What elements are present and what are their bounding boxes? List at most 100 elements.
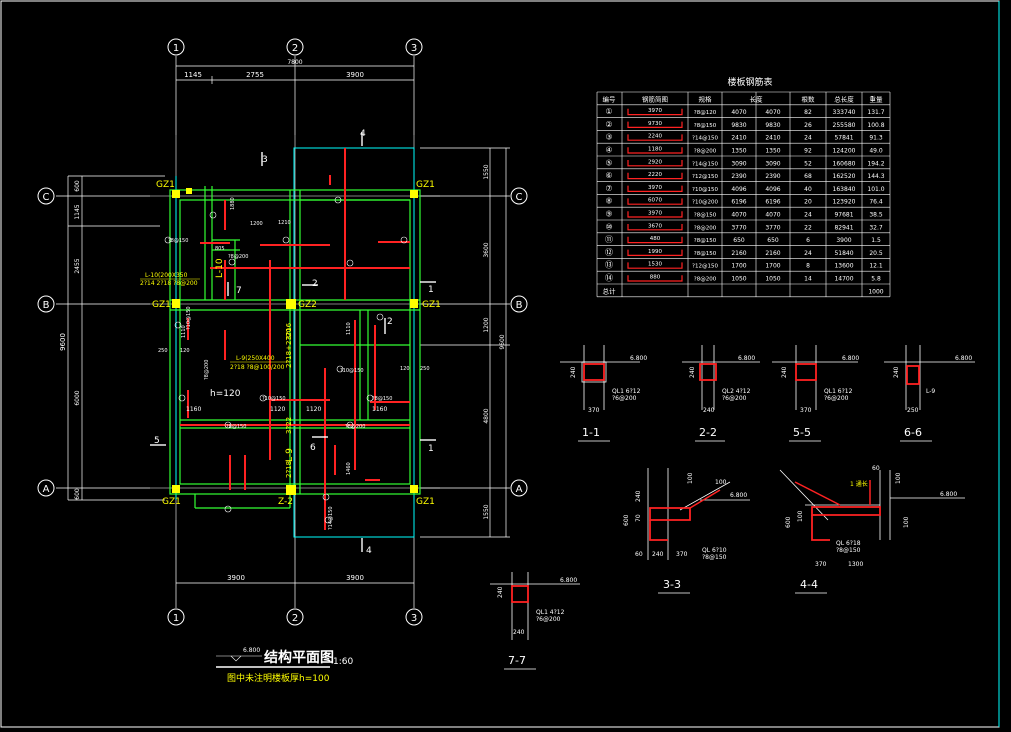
table-cell-length: 2410 bbox=[765, 135, 780, 142]
columns bbox=[172, 188, 418, 495]
rebar-label-2-18: 2?18 bbox=[285, 461, 293, 478]
section-4-4-level: 6.800 bbox=[940, 491, 957, 498]
dim-top-total: 7800 bbox=[287, 59, 302, 66]
misc-dim: 1110 bbox=[181, 325, 187, 338]
section-4-4-dim: 100 bbox=[895, 472, 902, 484]
section-1-1-width: 370 bbox=[588, 407, 600, 414]
beam-note-l10: L-10(200X350 bbox=[145, 272, 188, 279]
section-4-4-dim: 370 bbox=[815, 561, 827, 568]
table-cell-weight: 101.0 bbox=[867, 186, 884, 193]
section-7-7-height: 240 bbox=[497, 586, 504, 598]
misc-dimensions: 1880 1200 805 1110 1110 250 120 1120 112… bbox=[158, 197, 430, 475]
table-cell-total: 82941 bbox=[834, 224, 853, 231]
table-cell-length: 2410 bbox=[731, 135, 746, 142]
dim-top-1: 1145 bbox=[184, 71, 202, 79]
table-cell-count: 82 bbox=[804, 109, 812, 116]
section-2-2-height: 240 bbox=[689, 366, 696, 378]
section-4-4-note: 1 通长 bbox=[850, 480, 868, 488]
section-5-5: 6.800 QL1 6?12 ?6@200 240 370 5-5 bbox=[772, 345, 859, 442]
table-cell-total: 163840 bbox=[833, 186, 856, 193]
table-cell-total: 13600 bbox=[834, 263, 853, 270]
table-cell-spec: ?8@150 bbox=[694, 238, 717, 244]
rebar-annotation: ?8@150 bbox=[168, 238, 188, 244]
table-cell-length: 9830 bbox=[765, 122, 780, 129]
axis-bottom-1: 1 bbox=[173, 613, 179, 624]
table-cell-total: 333740 bbox=[833, 109, 856, 116]
misc-dim: 1460 bbox=[346, 462, 352, 475]
table-cell-weight: 1.5 bbox=[871, 237, 881, 244]
misc-dim: 120 bbox=[180, 348, 190, 354]
table-grid bbox=[596, 91, 891, 298]
section-1-1-beam: QL1 6?12 bbox=[612, 388, 641, 395]
rebar-sketch bbox=[627, 121, 683, 128]
dim-left-total: 9600 bbox=[59, 333, 67, 351]
dim-right-1: 1550 bbox=[483, 164, 490, 179]
dim-left-4: 6000 bbox=[74, 390, 81, 405]
axis-top-2: 2 bbox=[292, 43, 298, 54]
beam-note-l9: L-9(250X400 bbox=[236, 355, 275, 362]
section-6-6-level: 6.800 bbox=[955, 355, 972, 362]
section-2-2-beam: QL2 4?12 bbox=[722, 388, 751, 395]
dim-top-3: 3900 bbox=[346, 71, 364, 79]
table-cell-no: ⑭ bbox=[605, 274, 613, 283]
table-cell-count: 40 bbox=[804, 186, 812, 193]
table-cell-weight: 76.4 bbox=[869, 199, 883, 206]
section-7-7: 6.800 QL1 4?12 ?6@200 240 240 7-7 bbox=[490, 572, 580, 670]
rebar-sketch bbox=[627, 224, 683, 231]
table-cell-total: 51840 bbox=[834, 250, 853, 257]
section-4-4-dim: 100 bbox=[903, 516, 910, 528]
misc-dim: 1160 bbox=[186, 406, 201, 413]
rebar-label-3-22: 3?22 bbox=[285, 417, 293, 434]
section-5-5-width: 370 bbox=[800, 407, 812, 414]
table-cell-no: ⑧ bbox=[605, 197, 612, 206]
table-cell-length: 4070 bbox=[731, 109, 746, 116]
section-4-4-dim: 100 bbox=[797, 510, 804, 522]
table-cell-weight: 194.2 bbox=[867, 160, 884, 167]
axis-right-c: C bbox=[516, 192, 523, 203]
section-mark-1-bottom: 1 bbox=[428, 444, 434, 454]
table-cell-sketch: 6070 bbox=[648, 198, 662, 204]
axis-bubbles-top: 1 2 3 bbox=[167, 38, 423, 56]
section-6-6-title: 6-6 bbox=[904, 426, 922, 439]
table-cell-length: 4070 bbox=[731, 212, 746, 219]
rebar-annotation: ?14@150 bbox=[328, 506, 334, 530]
misc-dim: 250 bbox=[420, 366, 430, 372]
column-label-a3: GZ1 bbox=[416, 497, 435, 507]
section-3-3-dim: 70 bbox=[635, 514, 642, 522]
table-cell-length: 3770 bbox=[765, 224, 780, 231]
bar-markers bbox=[164, 196, 408, 524]
table-cell-length: 4070 bbox=[765, 109, 780, 116]
table-cell-weight: 32.7 bbox=[869, 224, 883, 231]
table-header: 钢筋简图 bbox=[642, 94, 668, 103]
section-3-3-dim: 100 bbox=[715, 479, 727, 486]
column-label-b1: GZ1 bbox=[152, 300, 171, 310]
section-6-6-height: 240 bbox=[893, 366, 900, 378]
dim-right-total: 9600 bbox=[499, 334, 506, 349]
misc-dim: 1110 bbox=[346, 322, 352, 335]
section-7-7-stirrup: ?6@200 bbox=[536, 616, 561, 623]
section-3-3-dim: 60 bbox=[635, 551, 643, 558]
table-cell-total: 14700 bbox=[834, 276, 853, 283]
table-cell-no: ⑨ bbox=[605, 210, 612, 219]
table-header: 总长度 bbox=[834, 94, 854, 103]
table-cell-total: 255580 bbox=[833, 122, 856, 129]
table-cell-sketch: 1990 bbox=[648, 249, 662, 255]
dim-left-2: 1145 bbox=[74, 204, 81, 219]
table-cell-spec: ?12@150 bbox=[692, 264, 718, 270]
table-cell-spec: ?14@150 bbox=[692, 161, 718, 167]
table-cell-length: 1050 bbox=[765, 276, 780, 283]
table-cell-total: 57841 bbox=[834, 135, 853, 142]
section-2-2-width: 240 bbox=[703, 407, 715, 414]
table-cell-total: 123920 bbox=[833, 199, 856, 206]
section-3-3-stirrup: ?8@150 bbox=[702, 554, 727, 561]
rebar-sketch bbox=[627, 275, 683, 282]
table-cell-spec: ?8@150 bbox=[694, 123, 717, 129]
table-cell-length: 2390 bbox=[765, 173, 780, 180]
table-cell-count: 26 bbox=[804, 122, 812, 129]
table-cell-sketch: 2240 bbox=[648, 134, 662, 140]
rebar-label-3-16: 3?16 bbox=[285, 322, 293, 340]
section-5-5-stirrup: ?6@200 bbox=[824, 395, 849, 402]
section-4-4-stirrup: ?8@150 bbox=[836, 547, 861, 554]
